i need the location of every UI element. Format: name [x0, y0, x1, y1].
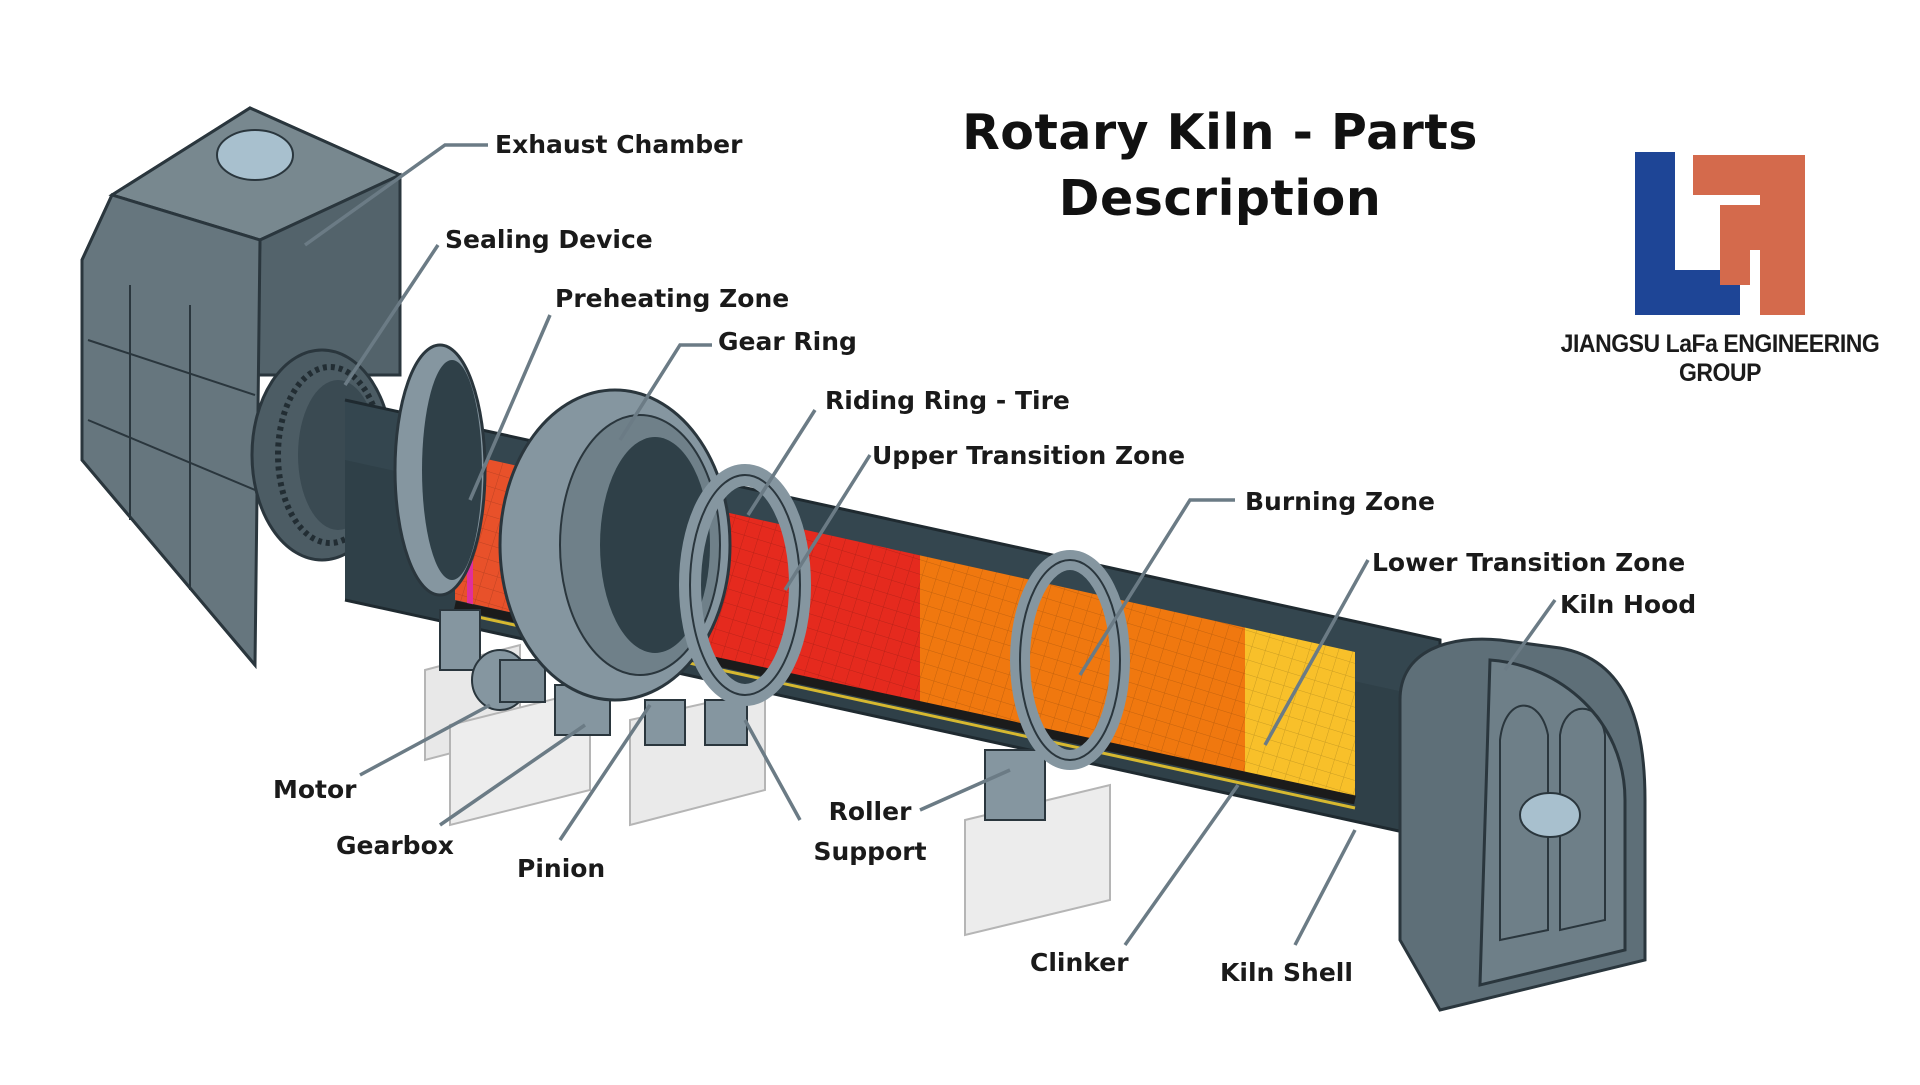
label-clinker: Clinker	[1030, 948, 1129, 977]
company-logo	[1635, 150, 1810, 320]
leader-kiln-shell	[1293, 829, 1357, 946]
leader-pinion	[558, 704, 652, 841]
page-title: Rotary Kiln - Parts Description	[950, 100, 1490, 232]
leader-motor	[359, 703, 491, 777]
label-upper-transition-zone: Upper Transition Zone	[872, 441, 1186, 470]
leader-roller-a	[743, 719, 802, 821]
leader-gearbox	[439, 723, 586, 827]
label-kiln-shell: Kiln Shell	[1220, 958, 1353, 987]
title-line-1: Rotary Kiln - Parts	[962, 104, 1478, 161]
gear-ring	[498, 388, 732, 702]
label-lower-transition-zone: Lower Transition Zone	[1372, 548, 1686, 577]
leader-upper	[783, 454, 872, 591]
label-burning-zone: Burning Zone	[1245, 487, 1436, 516]
label-motor: Motor	[273, 775, 357, 804]
label-roller-support: Roller Support	[800, 797, 940, 867]
label-roller-line-1: Roller	[828, 797, 912, 826]
company-name: JIANGSU LaFa ENGINEERING GROUP	[1560, 330, 1880, 387]
label-gearbox: Gearbox	[336, 831, 454, 860]
label-gear-ring: Gear Ring	[718, 327, 857, 356]
leader-exhaust	[303, 143, 488, 247]
kiln-hood	[1398, 637, 1647, 1012]
leader-lower	[1263, 559, 1370, 746]
exhaust-chamber	[80, 106, 404, 670]
leader-sealing	[343, 244, 440, 386]
title-line-2: Description	[1058, 170, 1382, 227]
leader-preheating	[468, 314, 552, 501]
leader-kiln-hood	[1503, 598, 1557, 672]
riding-ring-1	[393, 343, 487, 597]
motor	[471, 649, 546, 711]
label-riding-ring: Riding Ring - Tire	[825, 386, 1070, 415]
label-sealing-device: Sealing Device	[445, 225, 653, 254]
leader-clinker	[1123, 783, 1240, 947]
riding-ring-2	[679, 464, 811, 706]
leader-gear	[618, 343, 712, 441]
leader-riding	[746, 409, 817, 516]
riding-ring-3	[1010, 550, 1130, 770]
leader-lines	[303, 143, 1557, 947]
label-roller-line-2: Support	[813, 837, 927, 866]
leader-roller-b	[919, 768, 1011, 812]
leader-burning	[1078, 498, 1235, 676]
label-exhaust-chamber: Exhaust Chamber	[495, 130, 743, 159]
label-pinion: Pinion	[517, 854, 606, 883]
label-preheating-zone: Preheating Zone	[555, 284, 790, 313]
label-kiln-hood: Kiln Hood	[1560, 590, 1697, 619]
